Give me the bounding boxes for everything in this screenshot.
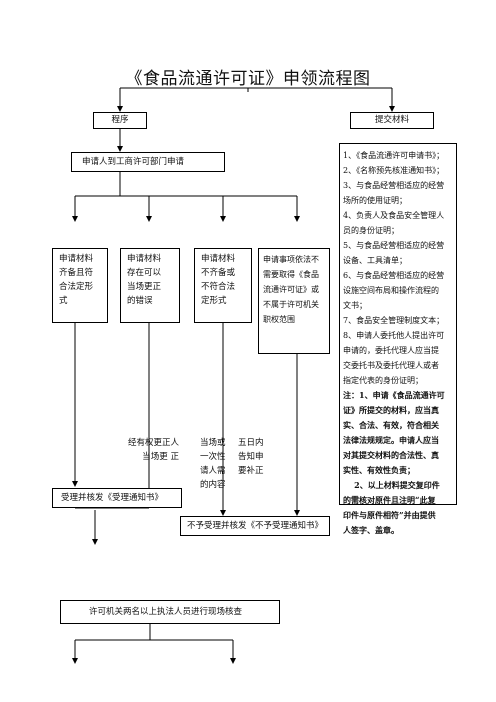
page-title: 《食品流通许可证》申领流程图 <box>125 69 371 89</box>
materials-note: 2、以上材料提交复印件 <box>343 480 440 490</box>
reject-box: 不予受理并核发《不予受理通知书》 <box>180 516 330 536</box>
case-line: 申请材料 <box>127 254 162 264</box>
note-line: 请人需 <box>200 466 226 476</box>
materials-note: 人签字、盖章。 <box>343 525 399 535</box>
apply-box: 申请人到工商许可部门申请 <box>71 152 225 172</box>
note-line: 的内容 <box>200 480 226 490</box>
program-label: 程序 <box>111 115 129 125</box>
case-line: 合法定形 <box>59 282 94 292</box>
inspection-label: 许可机关两名以上执法人员进行现场核查 <box>89 607 243 617</box>
material-item: 文书； <box>343 301 367 310</box>
material-item: 1、《食品流通许可申请书》； <box>343 151 445 160</box>
case-line: 不属于许可机关 <box>263 300 319 309</box>
materials-note: 证》所提交的材料，应当真 <box>343 405 439 415</box>
note-line: 经有权更正人 <box>127 438 179 448</box>
note-line: 告知申 <box>238 452 264 462</box>
material-item: 5、与食品经营相适应的经营 <box>343 241 445 250</box>
materials-note: 法律法规规定。申请人应当 <box>343 435 439 445</box>
accept-label: 受理并核发《受理通知书》 <box>61 493 164 503</box>
case-line: 的错误 <box>127 296 153 306</box>
program-box: 程序 <box>93 112 147 129</box>
material-item: 交委托书及委托代理人或者 <box>343 361 439 370</box>
reject-label: 不予受理并核发《不予受理通知书》 <box>187 521 324 531</box>
materials-header-box: 提交材料 <box>350 112 434 129</box>
case-line: 需要取得《食品 <box>263 270 319 279</box>
materials-note: 注：1、申请《食品流通许可 <box>343 390 445 400</box>
note-line: 五日内 <box>238 438 264 448</box>
case-line: 式 <box>59 296 68 306</box>
case-line: 申请材料 <box>59 254 94 264</box>
note-five-days: 五日内 告知申 要补正 <box>238 436 264 478</box>
material-item: 4、负责人及食品安全管理人 <box>343 211 445 220</box>
case-box-not-required: 申请事项依法不 需要取得《食品 流通许可证》或 不属于许可机关 职权范围 <box>258 248 330 354</box>
case-line: 流通许可证》或 <box>263 285 319 294</box>
materials-note: 实性、有效性负责； <box>343 465 415 475</box>
materials-note: 印件与原件相符”并由提供 <box>343 510 436 520</box>
case-line: 申请材料 <box>201 254 236 264</box>
apply-label: 申请人到工商许可部门申请 <box>82 157 185 167</box>
materials-list-box: 1、《食品流通许可申请书》； 2、《名称预先核准通知书》； 3、与食品经营相适应… <box>339 143 457 535</box>
note-line: 要补正 <box>238 466 264 476</box>
case-line: 存在可以 <box>127 268 162 278</box>
note-correct-on-site: 经有权更正人 当场更 正 <box>123 436 179 464</box>
inspection-box: 许可机关两名以上执法人员进行现场核查 <box>60 600 280 624</box>
case-line: 当场更正 <box>127 282 162 292</box>
materials-note: 实、合法、有效，符合相关 <box>343 420 439 430</box>
material-item: 8、申请人委托他人提出许可 <box>343 331 445 340</box>
material-item: 设备、工具清单； <box>343 256 407 265</box>
materials-note: 对其提交材料的合法性、真 <box>343 450 439 460</box>
note-line: 当场更 正 <box>142 452 179 462</box>
material-item: 设施空间布局和操作流程的 <box>343 286 439 295</box>
case-line: 不齐备或 <box>201 268 236 278</box>
material-item: 场所的使用证明； <box>343 196 407 205</box>
note-line: 当场或 <box>200 438 226 448</box>
case-box-incomplete: 申请材料 不齐备或 不符合法 定形式 <box>194 248 252 323</box>
material-item: 2、《名称预先核准通知书》； <box>343 166 445 175</box>
material-item: 7、食品安全管理制度文本； <box>343 316 445 325</box>
materials-note: 的需核对原件且注明“此复 <box>343 495 436 505</box>
case-line: 职权范围 <box>263 315 295 324</box>
note-line: 一次性 <box>200 452 226 462</box>
case-line: 定形式 <box>201 296 227 306</box>
material-item: 申请的，委托代理人应当提 <box>343 346 439 355</box>
note-one-time-notice: 当场或 一次性 请人需 的内容 <box>200 436 226 492</box>
accept-box: 受理并核发《受理通知书》 <box>52 488 182 508</box>
materials-label: 提交材料 <box>374 115 409 125</box>
case-line: 申请事项依法不 <box>263 255 319 264</box>
case-box-correctable: 申请材料 存在可以 当场更正 的错误 <box>120 248 180 323</box>
material-item: 3、与食品经营相适应的经营 <box>343 181 445 190</box>
material-item: 指定代表的身份证明； <box>343 376 423 385</box>
material-item: 6、与食品经营相适应的经营 <box>343 271 445 280</box>
case-line: 不符合法 <box>201 282 236 292</box>
material-item: 员的身份证明； <box>343 226 399 235</box>
case-line: 齐备且符 <box>59 268 94 278</box>
case-box-complete: 申请材料 齐备且符 合法定形 式 <box>52 248 108 323</box>
